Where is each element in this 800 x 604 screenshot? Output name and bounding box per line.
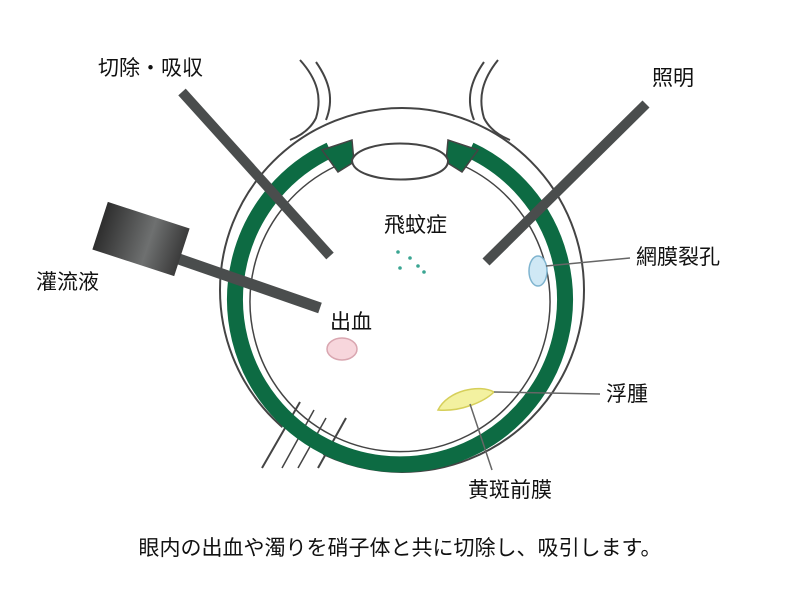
retinal-tear-leader: [545, 257, 631, 267]
edema-leader: [493, 391, 601, 395]
label-excision: 切除・吸収: [98, 56, 203, 80]
upper-lid-left-inner: [315, 61, 332, 121]
caption: 眼内の出血や濁りを硝子体と共に切除し、吸引します。: [138, 536, 662, 560]
label-hemorrhage: 出血: [330, 310, 372, 334]
cutter-instrument: [178, 88, 334, 260]
floater-dot: [422, 270, 426, 274]
optic-nerve-edge-left: [261, 401, 301, 469]
label-floaters: 飛蚊症: [384, 213, 447, 237]
light-instrument: [482, 100, 650, 266]
floaters-dots: [396, 250, 426, 274]
upper-lid-right-inner: [468, 61, 485, 121]
lens: [350, 142, 450, 181]
upper-lid-left: [289, 59, 320, 141]
label-edema: 浮腫: [606, 382, 648, 406]
label-epiretinal-membrane: 黄斑前膜: [468, 478, 552, 502]
edema-spot: [436, 387, 496, 411]
retina-band: [227, 142, 573, 473]
label-illumination: 照明: [652, 66, 694, 90]
floater-dot: [416, 264, 420, 268]
infusion-block: [92, 201, 190, 277]
infusion-cannula: [174, 252, 322, 314]
floater-dot: [408, 256, 412, 260]
floater-dot: [396, 250, 400, 254]
epiretinal-membrane-leader: [469, 403, 493, 471]
hemorrhage-spot: [326, 337, 358, 361]
label-retinal-tear: 網膜裂孔: [636, 245, 720, 269]
label-irrigation: 灌流液: [36, 270, 99, 294]
floater-dot: [398, 266, 402, 270]
retinal-tear-spot: [528, 255, 548, 287]
upper-lid-right: [480, 59, 511, 141]
